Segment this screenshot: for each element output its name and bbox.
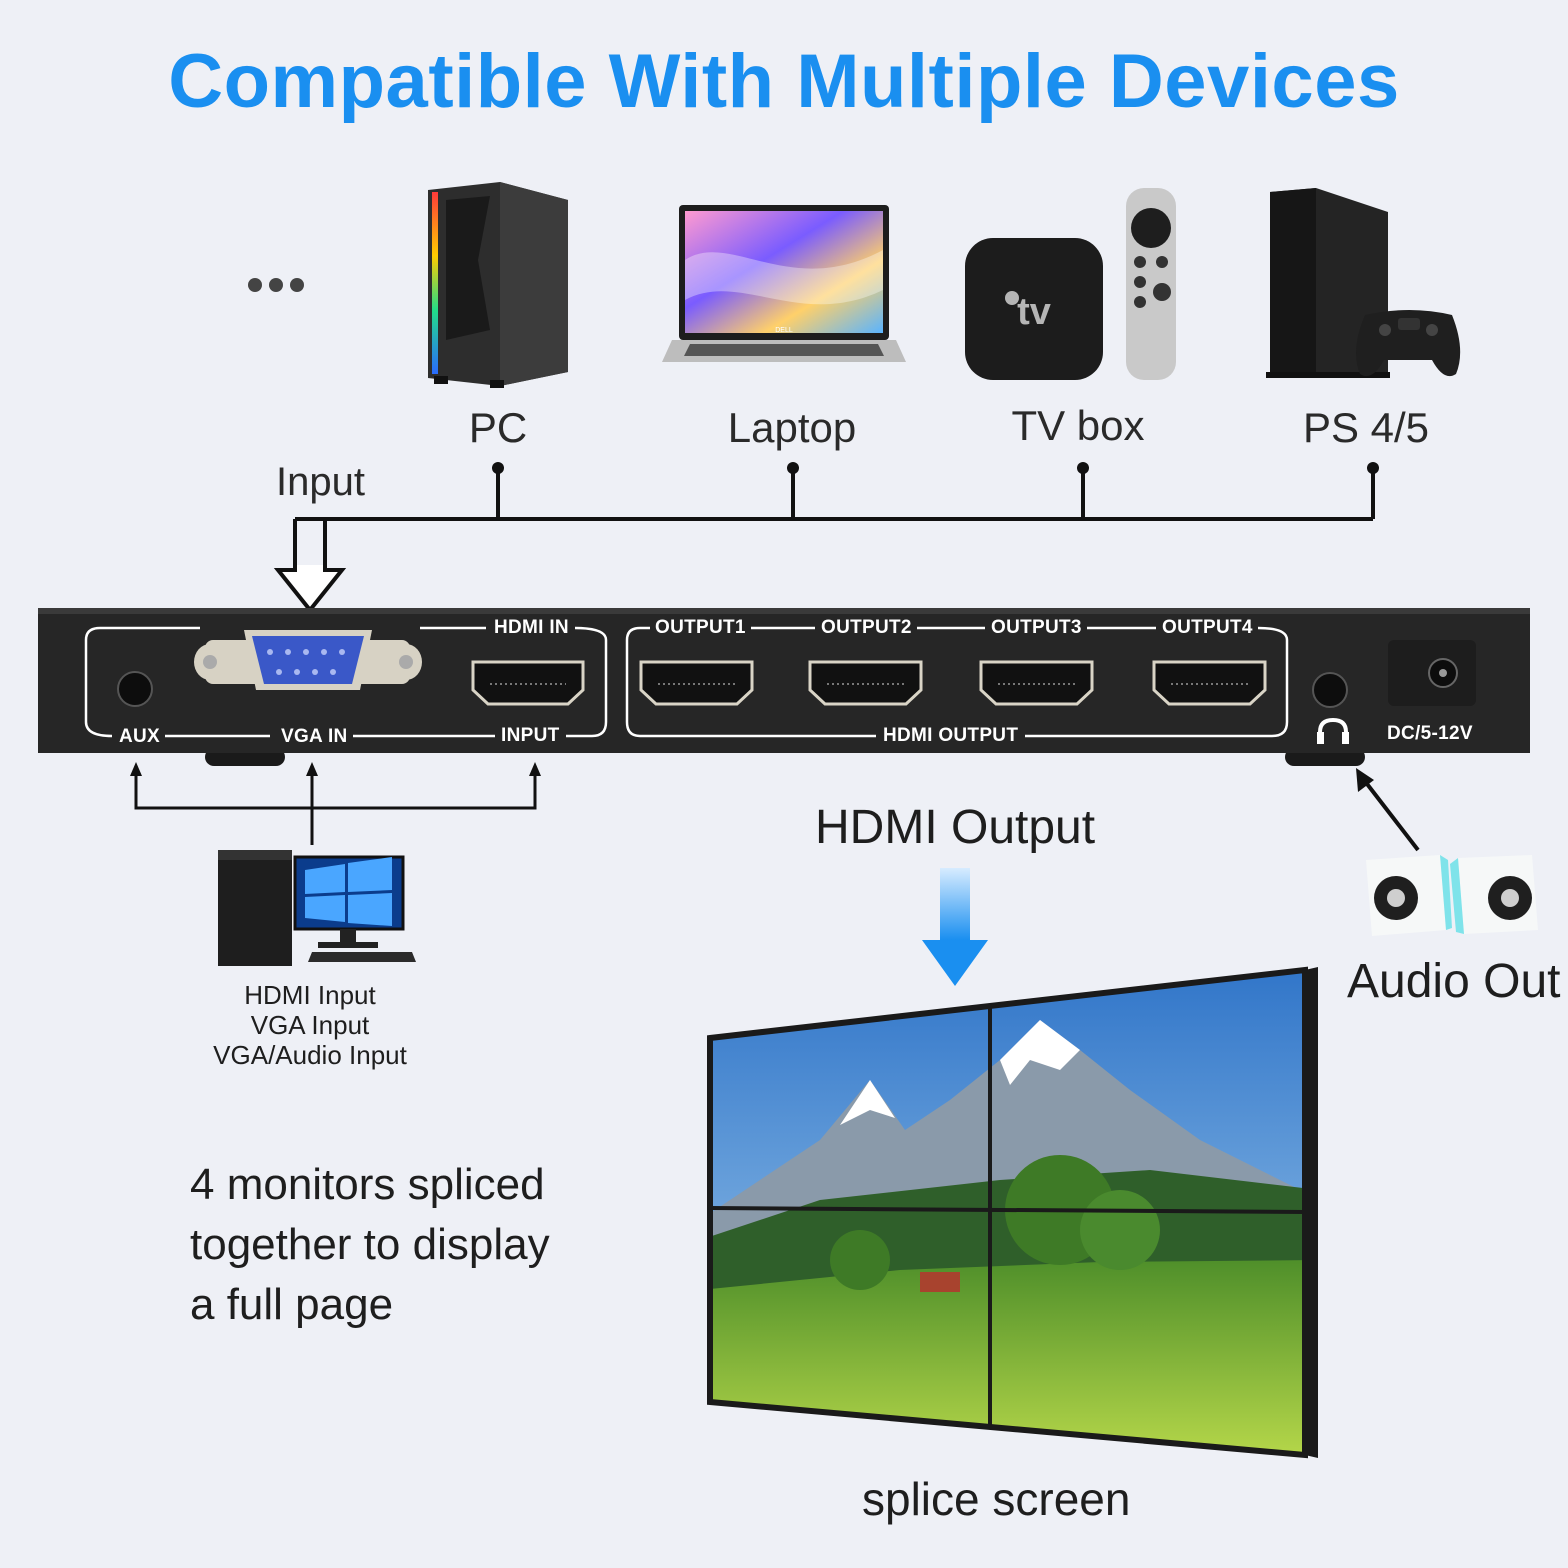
- desktop-computer-icon: [218, 850, 416, 966]
- speaker-icon: [1366, 855, 1538, 936]
- description-line: together to display: [190, 1220, 550, 1269]
- panel-label-output1: OUTPUT1: [650, 617, 751, 639]
- panel-label-hdmi-output: HDMI OUTPUT: [878, 725, 1024, 747]
- gamepad-icon: [1356, 310, 1461, 377]
- input-connection-lines: [293, 468, 1375, 570]
- panel-label-dc: DC/5-12V: [1382, 723, 1478, 745]
- hdmi-ports: [471, 660, 1267, 706]
- ps-console-icon: [1266, 188, 1390, 378]
- more-devices-icon: [248, 278, 304, 292]
- input-arrow-icon: [273, 568, 347, 614]
- computer-inputs-list: HDMI Input VGA Input VGA/Audio Input: [160, 980, 460, 1070]
- hdmi-output-arrow-icon: [940, 868, 970, 940]
- apple-tv-box-icon: tv: [965, 238, 1103, 380]
- input-label: Input: [276, 460, 365, 504]
- computer-input-item: VGA Input: [250, 1010, 370, 1040]
- description-line: 4 monitors spliced: [190, 1160, 545, 1209]
- hdmi-output-label: HDMI Output: [815, 801, 1096, 854]
- panel-label-output3: OUTPUT3: [986, 617, 1087, 639]
- audio-out-label: Audio Out: [1347, 955, 1561, 1008]
- panel-label-aux: AUX: [114, 726, 166, 748]
- description: 4 monitors spliced together to display a…: [190, 1155, 550, 1335]
- tv-remote-icon: [1126, 188, 1176, 380]
- panel-label-vga-in: VGA IN: [276, 726, 353, 748]
- device-label-laptop: Laptop: [727, 404, 857, 451]
- computer-input-item: HDMI Input: [244, 980, 376, 1010]
- computer-input-lines: [134, 770, 537, 845]
- splitter-device: [38, 608, 1530, 766]
- panel-label-output4: OUTPUT4: [1157, 617, 1258, 639]
- svg-text:DELL: DELL: [775, 327, 793, 334]
- device-label-tvbox: TV box: [1011, 402, 1145, 449]
- description-line: a full page: [190, 1280, 394, 1329]
- pc-tower-icon: [428, 182, 568, 388]
- panel-label-input: INPUT: [496, 725, 565, 747]
- device-label-pc: PC: [468, 404, 528, 451]
- computer-input-item: VGA/Audio Input: [213, 1040, 407, 1070]
- device-label-ps: PS 4/5: [1302, 404, 1430, 451]
- panel-label-output2: OUTPUT2: [816, 617, 917, 639]
- video-wall-image: [707, 966, 1318, 1459]
- page-title: Compatible With Multiple Devices: [168, 39, 1400, 124]
- panel-label-hdmi-in: HDMI IN: [489, 617, 574, 639]
- laptop-icon: DELL: [662, 205, 906, 362]
- headphone-icon: [1318, 717, 1348, 742]
- tv-logo: tv: [1017, 291, 1051, 333]
- splice-screen-label: splice screen: [862, 1473, 1131, 1525]
